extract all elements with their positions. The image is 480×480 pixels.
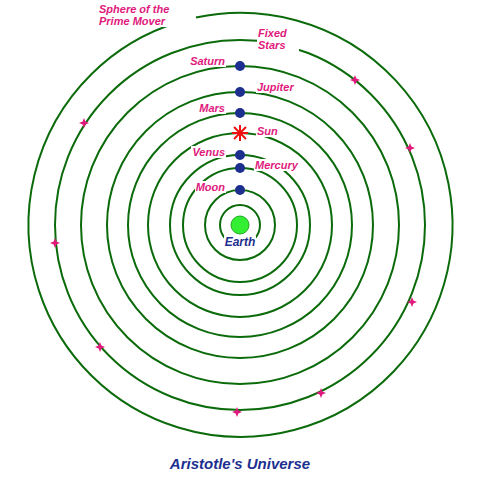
body-label: Venus xyxy=(191,146,226,158)
earth-globe xyxy=(231,216,249,234)
planet-dot xyxy=(235,87,245,97)
fixed-star-sphere xyxy=(55,40,425,410)
planet-dot xyxy=(235,163,245,173)
star-symbol xyxy=(79,118,89,128)
planet-dot xyxy=(235,150,245,160)
sphere-ring xyxy=(128,113,352,337)
body-label: Moon xyxy=(195,181,226,193)
star-symbol xyxy=(316,388,326,398)
sphere-ring xyxy=(107,92,373,358)
fixed-stars xyxy=(50,75,417,417)
star-symbol xyxy=(407,297,417,307)
sun-symbol xyxy=(232,125,248,141)
body-label: Sun xyxy=(256,125,279,137)
star-symbol xyxy=(232,407,242,417)
prime-mover-sphere xyxy=(29,13,453,437)
star-symbol xyxy=(350,75,360,85)
planets xyxy=(235,61,245,195)
star-symbol xyxy=(95,342,105,352)
sphere-ring xyxy=(81,66,399,384)
sphere-label: Sphere of the Prime Mover xyxy=(98,3,184,27)
planet-dot xyxy=(235,61,245,71)
star-symbol xyxy=(405,143,415,153)
body-label: Mercury xyxy=(254,159,299,171)
body-label: Earth xyxy=(224,236,257,249)
sphere-ring xyxy=(183,168,297,282)
planet-dot xyxy=(235,108,245,118)
sphere-ring xyxy=(205,190,275,260)
body-label: Saturn xyxy=(189,55,226,67)
celestial-spheres xyxy=(29,13,453,437)
body-label: Jupiter xyxy=(256,81,295,93)
sphere-ring xyxy=(170,155,310,295)
sphere-ring xyxy=(148,133,332,317)
caption: Aristotle's Universe xyxy=(169,456,311,473)
body-label: Mars xyxy=(198,102,226,114)
star-symbol xyxy=(50,238,60,248)
planet-dot xyxy=(235,185,245,195)
sphere-label: Fixed Stars xyxy=(257,27,299,51)
